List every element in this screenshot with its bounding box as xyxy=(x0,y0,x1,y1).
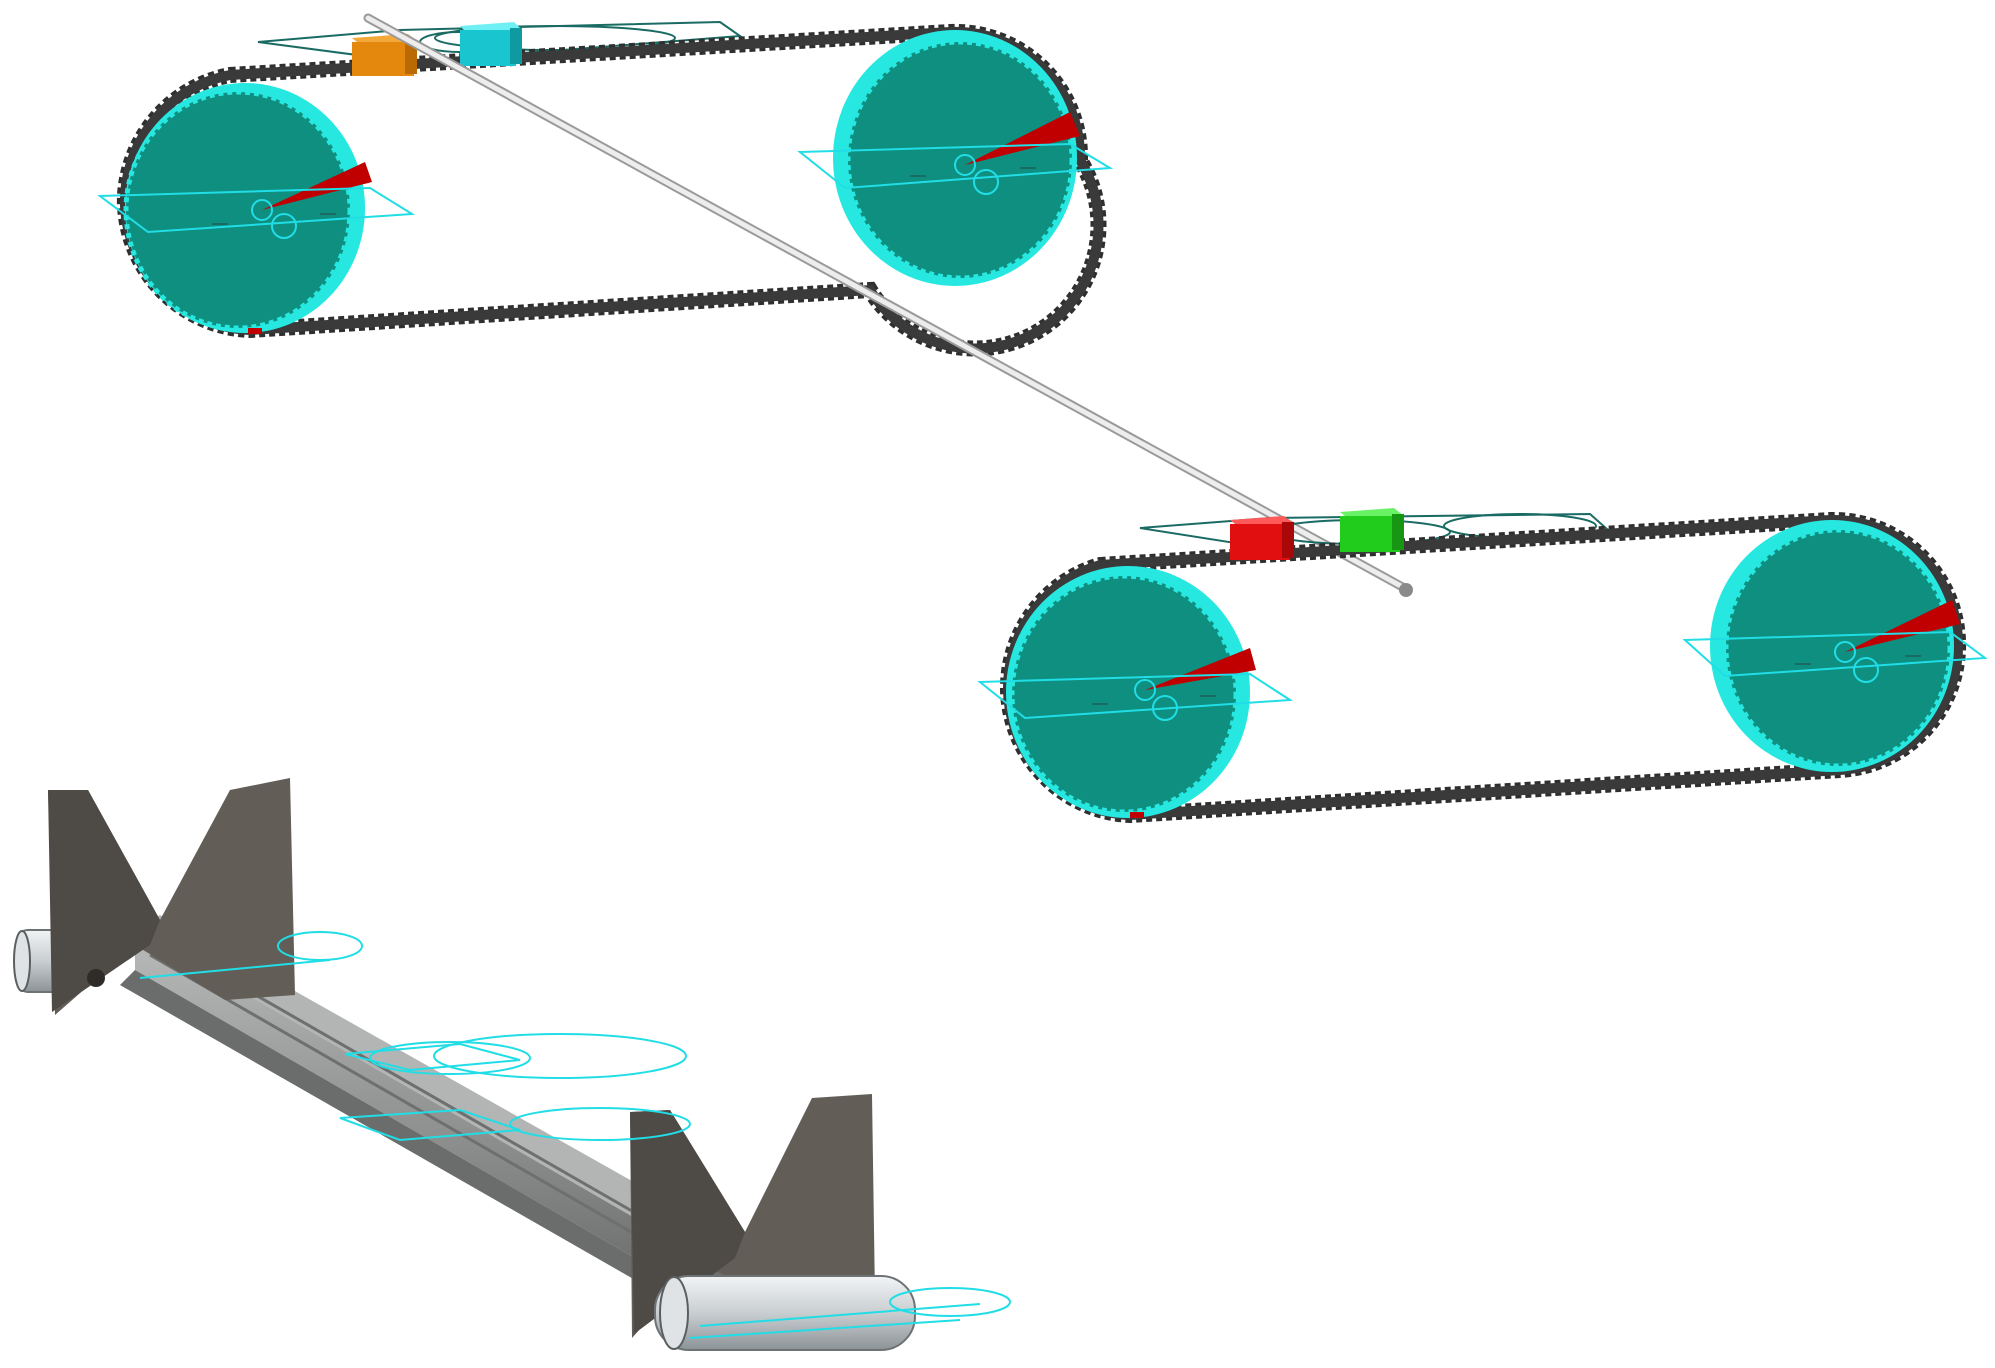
lower-belt-drive xyxy=(977,508,1988,824)
red-slider[interactable] xyxy=(1230,516,1294,560)
aluminum-beam xyxy=(120,915,790,1340)
connecting-rod xyxy=(363,13,1413,597)
pulley-upper-left xyxy=(97,83,416,333)
plate-left xyxy=(48,778,295,1015)
upper-belt-drive xyxy=(97,20,1114,357)
pointer-lower-right xyxy=(1845,600,1960,652)
pulley-upper-right xyxy=(797,30,1114,286)
frame-sketch-lines xyxy=(139,931,1011,1339)
green-slider[interactable] xyxy=(1340,508,1404,552)
pointer-upper-right xyxy=(965,112,1080,165)
support-frame xyxy=(13,778,1011,1351)
marker-upper-left xyxy=(248,328,262,334)
pulley-lower-left xyxy=(977,566,1294,818)
pulley-lower-right xyxy=(1682,520,1988,772)
pointer-upper-left xyxy=(262,162,372,210)
pointer-lower-left xyxy=(1145,648,1256,690)
marker-lower-left xyxy=(1130,812,1144,818)
cyan-slider[interactable] xyxy=(460,22,522,66)
